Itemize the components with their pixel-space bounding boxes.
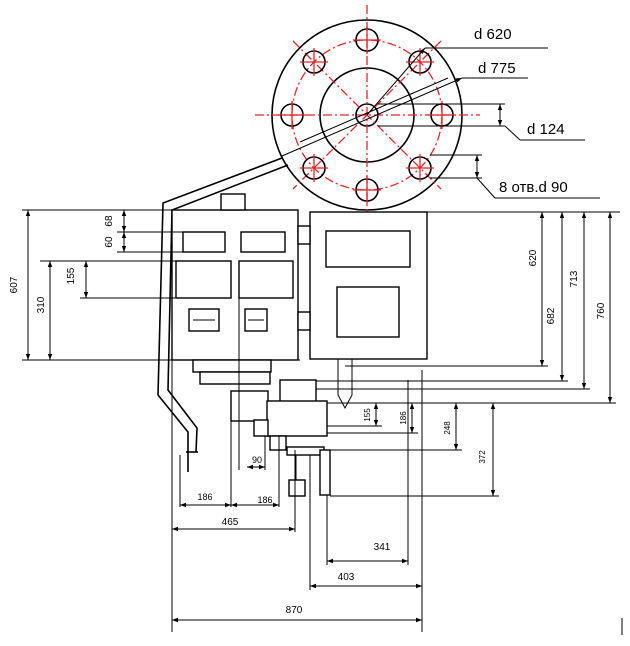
label-607: 607 xyxy=(9,276,20,293)
arrow-head xyxy=(259,464,265,470)
left-panel-2 xyxy=(240,231,286,253)
arrow-head xyxy=(539,212,545,218)
shaft-column xyxy=(319,449,331,496)
arrow-head xyxy=(25,354,31,360)
arrow-head xyxy=(373,420,379,426)
right-panel-1 xyxy=(325,230,411,268)
drive-block xyxy=(230,390,269,422)
arrow-head xyxy=(373,403,379,409)
arrow-head xyxy=(581,383,587,389)
arrow-head xyxy=(559,375,565,381)
right-nozzle xyxy=(337,359,353,410)
right-cabinet xyxy=(297,211,428,410)
arrow-head xyxy=(497,120,503,126)
arrow-head xyxy=(289,526,295,532)
left-cabinet-top-stub xyxy=(220,193,246,211)
arrow-head xyxy=(121,232,127,238)
dimension-labels: 68 60 607 310 155 620 682 713 760 155 18… xyxy=(9,215,607,616)
arrow-head xyxy=(402,558,408,564)
arrow-head xyxy=(455,78,462,83)
label-60: 60 xyxy=(104,236,115,248)
label-155a: 155 xyxy=(66,267,77,284)
arrow-head xyxy=(409,427,415,433)
leader-d775 xyxy=(281,77,463,157)
arrow-head xyxy=(25,210,31,216)
arrow-head xyxy=(607,397,613,403)
pipe-right-wall xyxy=(167,164,289,453)
arrow-head xyxy=(497,104,503,110)
arrow-head xyxy=(453,444,459,450)
arrow-head xyxy=(310,583,316,589)
arrow-head xyxy=(273,502,279,508)
label-682: 682 xyxy=(546,307,557,324)
arrow-head xyxy=(47,354,53,360)
dimension-arrows xyxy=(25,48,613,623)
label-620: 620 xyxy=(528,249,539,266)
label-870: 870 xyxy=(286,605,303,616)
label-d775: d 775 xyxy=(478,60,516,77)
arrow-head xyxy=(607,212,613,218)
dimension-lines xyxy=(22,209,623,635)
arrow-head xyxy=(172,526,178,532)
label-713: 713 xyxy=(569,270,580,287)
arrow-head xyxy=(83,292,89,298)
arrow-head xyxy=(327,558,333,564)
arrow-head xyxy=(416,617,422,623)
label-186b: 186 xyxy=(257,495,272,505)
label-310: 310 xyxy=(36,296,47,313)
lower-mechanism xyxy=(192,359,331,497)
label-d620: d 620 xyxy=(474,26,512,43)
label-186a: 186 xyxy=(197,492,212,502)
arrow-head xyxy=(490,403,496,409)
right-panel-2 xyxy=(336,286,400,338)
flange-leaders xyxy=(281,47,600,199)
pipe xyxy=(157,157,289,472)
left-panel-4 xyxy=(238,260,294,299)
arrow-head xyxy=(539,360,545,366)
leader-d620 xyxy=(366,47,426,116)
arrow-head xyxy=(474,155,480,161)
label-403: 403 xyxy=(338,572,355,583)
arrow-head xyxy=(490,490,496,496)
arrow-head xyxy=(83,261,89,267)
arrow-head xyxy=(180,502,186,508)
left-panel-3 xyxy=(175,260,232,299)
arrow-head xyxy=(225,502,231,508)
arrow-head xyxy=(231,502,237,508)
label-760: 760 xyxy=(596,302,607,319)
arrow-head xyxy=(559,212,565,218)
arrow-head xyxy=(453,403,459,409)
left-panel-1 xyxy=(182,231,226,253)
arrow-head xyxy=(581,212,587,218)
label-341: 341 xyxy=(374,542,391,553)
arrow-head xyxy=(416,583,422,589)
label-465: 465 xyxy=(222,517,239,528)
arrow-head xyxy=(247,464,253,470)
arrow-head xyxy=(47,261,53,267)
label-d124: d 124 xyxy=(527,121,565,138)
label-248: 248 xyxy=(443,421,452,435)
label-186: 186 xyxy=(399,411,408,425)
label-90: 90 xyxy=(252,455,262,465)
arrow-head xyxy=(121,226,127,232)
label-holes: 8 отв.d 90 xyxy=(499,179,568,196)
pipe-left-wall xyxy=(157,157,283,472)
label-372: 372 xyxy=(478,450,487,464)
arrow-head xyxy=(121,210,127,216)
arrow-head xyxy=(121,246,127,252)
left-cabinet xyxy=(171,193,299,361)
arrow-head xyxy=(172,617,178,623)
gear-housing xyxy=(266,400,328,437)
arrow-head xyxy=(474,172,480,178)
arrow-head xyxy=(409,403,415,409)
label-155b: 155 xyxy=(363,408,372,422)
arrow-head xyxy=(419,48,425,54)
label-68: 68 xyxy=(104,215,115,227)
